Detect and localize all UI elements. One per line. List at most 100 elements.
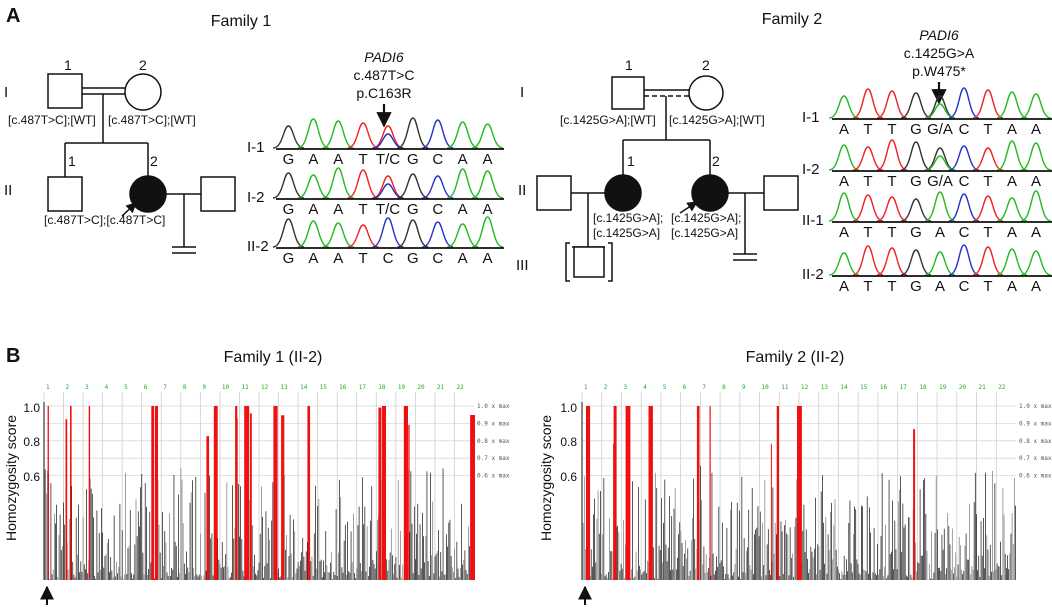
- chromosome-label: 9: [742, 384, 746, 391]
- f2-base-call: T: [983, 173, 992, 190]
- f2-peak: [948, 145, 980, 171]
- homozygous-region: [281, 415, 285, 580]
- ref-label: 0.8 x max: [477, 438, 510, 445]
- f1-I1-number: 1: [64, 57, 72, 73]
- f2-base-call: C: [959, 173, 970, 190]
- chromosome-label: 4: [105, 384, 109, 391]
- chromosome-label: 6: [144, 384, 148, 391]
- homozygous-region: [273, 406, 278, 580]
- chromosome-label: 6: [683, 384, 687, 391]
- f2-track-label: II-2: [802, 266, 824, 283]
- f2-I2-genotype: [c.1425G>A];[WT]: [669, 113, 765, 127]
- family2-pedigree: Family 2 I II III 1 2 [c.1425G>A];[WT] […: [516, 11, 822, 282]
- homozygous-region: [797, 406, 802, 580]
- f1-peak: [372, 175, 404, 199]
- f1-peak: [471, 216, 504, 248]
- f2-peak: [948, 244, 980, 276]
- chromosome-label: 13: [821, 384, 829, 391]
- chromosome-label: 3: [85, 384, 89, 391]
- f2-peak: [924, 191, 956, 222]
- f1-base-call: T: [359, 151, 368, 168]
- family1-title: Family 1: [211, 13, 272, 30]
- f1-base-call: G: [283, 250, 295, 267]
- f1-base-call: G: [407, 201, 419, 218]
- f2-base-call: A: [1007, 173, 1017, 190]
- f1-peak: [372, 133, 404, 149]
- chart1-ytick-0.8: 0.8: [23, 435, 40, 449]
- chromosome-label: 22: [998, 384, 1006, 391]
- f2-peak: [828, 95, 860, 119]
- f2-peak: [828, 144, 860, 171]
- f2-I1-genotype: [c.1425G>A];[WT]: [560, 113, 656, 127]
- f1-base-call: A: [483, 201, 493, 218]
- chromosome-label: 7: [163, 384, 167, 391]
- f1-base-call: A: [308, 151, 318, 168]
- f1-gene-name: PADI6: [364, 49, 404, 65]
- f1-peak: [471, 170, 504, 199]
- f1-peak: [372, 183, 404, 199]
- f2-peak: [972, 147, 1004, 171]
- panel-a-label: A: [6, 5, 20, 27]
- chromosome-label: 21: [979, 384, 987, 391]
- f2-base-call: G: [910, 224, 922, 241]
- f1-base-call: A: [308, 201, 318, 218]
- f2-I2-number: 2: [702, 57, 710, 73]
- f1-mutation-label: PADI6 c.487T>C p.C163R: [353, 49, 415, 128]
- f1-base-call: G: [283, 151, 295, 168]
- f1-peak: [347, 169, 379, 199]
- chart2-ytick-1.0: 1.0: [560, 401, 577, 415]
- f2-base-call: A: [935, 278, 945, 295]
- homozygous-region: [613, 443, 616, 580]
- f2-cdna-change: c.1425G>A: [904, 45, 975, 61]
- f1-base-call: A: [483, 250, 493, 267]
- f1-cdna-change: c.487T>C: [353, 67, 414, 83]
- homozygous-region: [696, 406, 700, 580]
- chromosome-label: 19: [398, 384, 406, 391]
- f2-peak: [828, 192, 860, 222]
- f2-base-call: A: [839, 173, 849, 190]
- f1-track-label: I-2: [247, 189, 265, 206]
- chromosome-label: 14: [840, 384, 848, 391]
- chart1-title: Family 1 (II-2): [224, 349, 323, 366]
- f2-I1-male: [611, 76, 645, 110]
- ref-label: 1.0 x max: [1019, 403, 1052, 410]
- chromosome-label: 13: [281, 384, 289, 391]
- f2-base-call: T: [863, 278, 872, 295]
- f1-base-call: A: [333, 201, 343, 218]
- f2-peak: [996, 91, 1028, 119]
- f2-mutation-label: PADI6 c.1425G>A p.W475*: [904, 27, 975, 105]
- f2-base-call: A: [1031, 278, 1041, 295]
- f2-peak: [948, 193, 980, 222]
- f1-peak: [272, 125, 305, 149]
- chromosome-label: 8: [722, 384, 726, 391]
- f2-peak: [900, 141, 932, 171]
- f2-base-call: G/A: [927, 173, 953, 190]
- f1-I2-number: 2: [139, 57, 147, 73]
- f2-base-call: A: [1007, 224, 1017, 241]
- f1-base-call: C: [383, 250, 394, 267]
- f1-protein-change: p.C163R: [356, 85, 411, 101]
- f2-II2-genotype-line2: [c.1425G>A]: [671, 226, 738, 240]
- f1-base-call: A: [483, 151, 493, 168]
- f2-track-label: I-1: [802, 109, 820, 126]
- f2-track-label: II-1: [802, 212, 824, 229]
- chromosome-label: 4: [643, 384, 647, 391]
- f1-base-call: A: [308, 250, 318, 267]
- f2-II1-spouse-male: [536, 175, 572, 211]
- f1-base-call: T: [359, 201, 368, 218]
- f1-base-call: A: [333, 151, 343, 168]
- f1-II2-affected-female: [129, 175, 167, 213]
- f1-proband-arrow: [121, 202, 137, 217]
- homozygous-region: [47, 406, 49, 580]
- f2-base-call: A: [1031, 224, 1041, 241]
- chromosome-label: 14: [300, 384, 308, 391]
- f2-peak: [1020, 190, 1052, 222]
- f2-base-call: T: [863, 121, 872, 138]
- chromosome-label: 15: [320, 384, 328, 391]
- f2-peak: [972, 246, 1004, 276]
- f2-generation-II: II: [518, 182, 526, 199]
- f2-peak: [1020, 250, 1052, 276]
- f2-proband-arrow: [679, 201, 698, 214]
- f2-peak: [852, 88, 884, 119]
- f1-peak: [297, 118, 329, 149]
